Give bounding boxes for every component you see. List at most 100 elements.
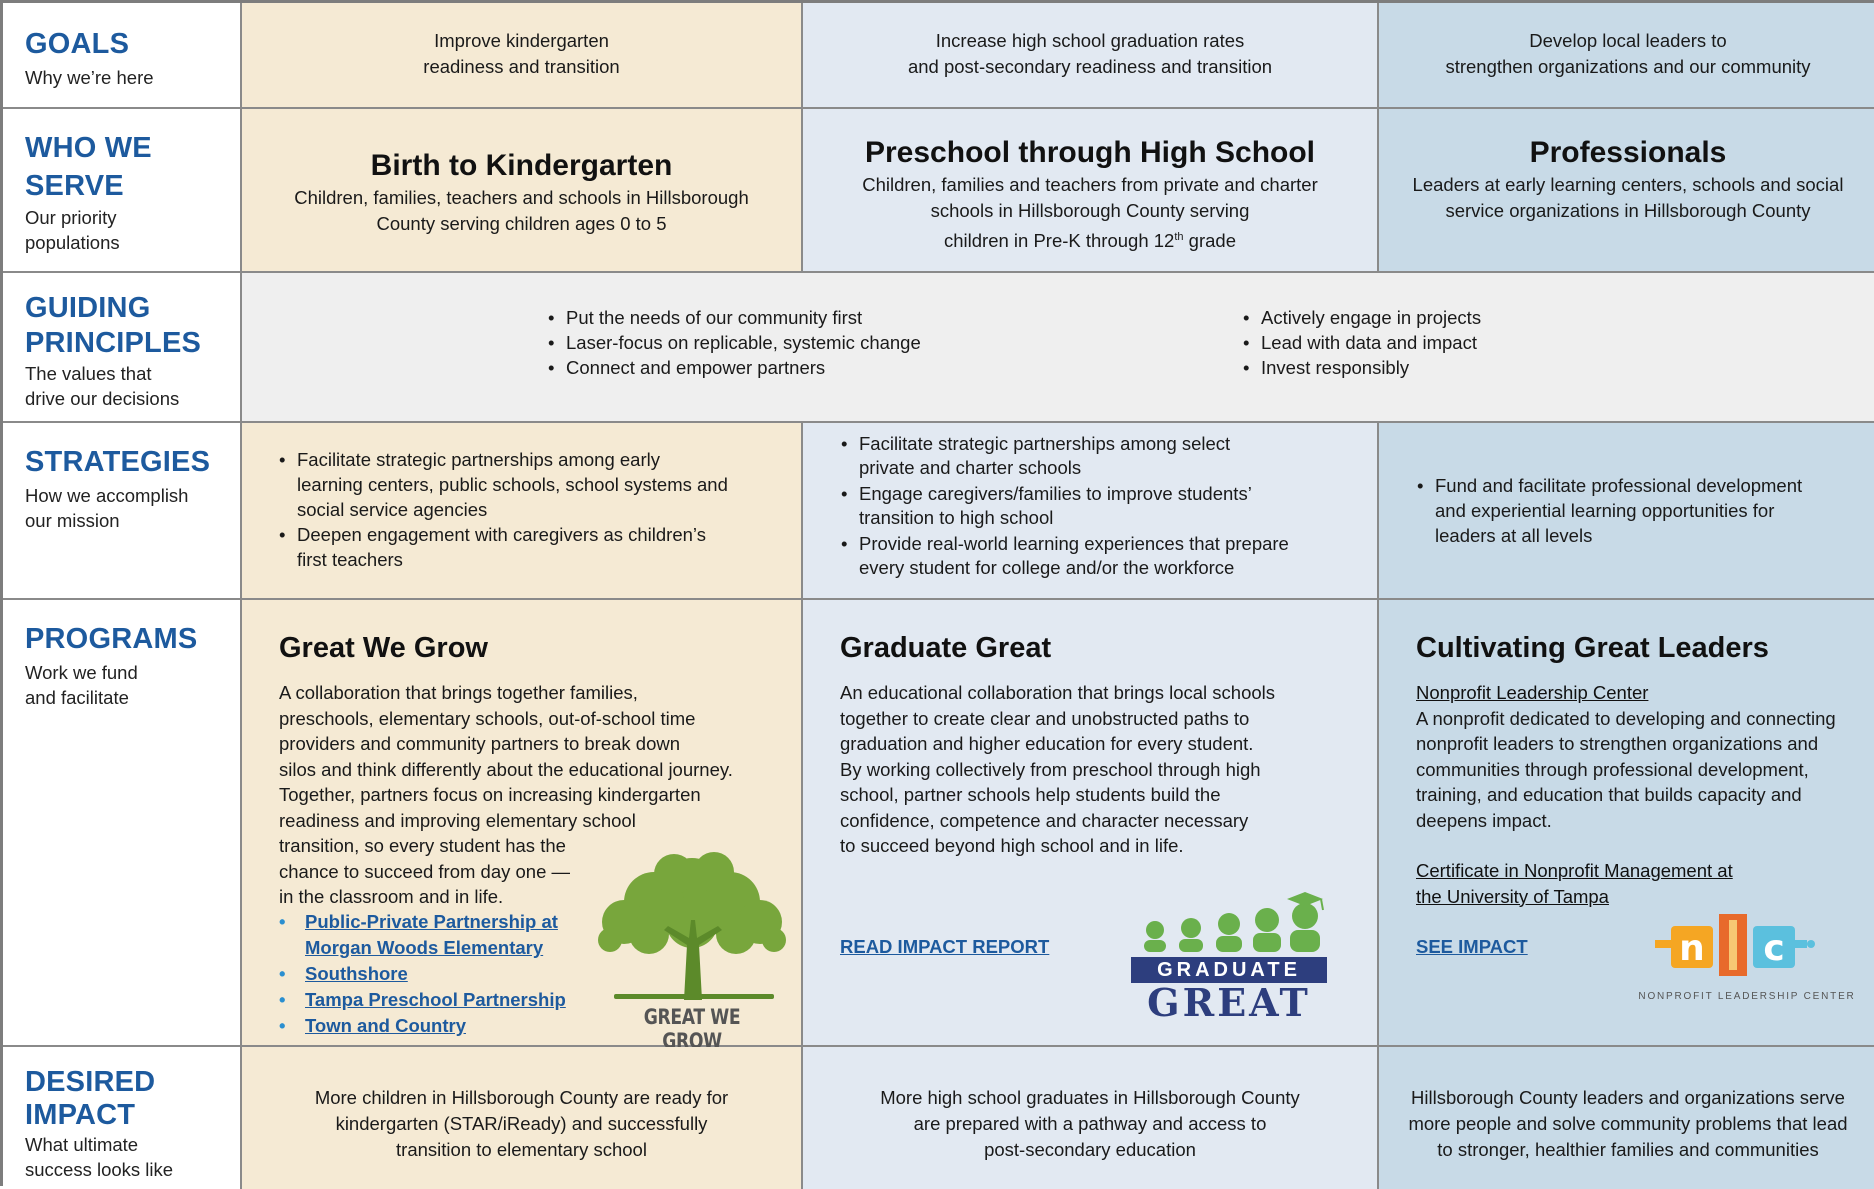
goals-cell-1: Improve kindergarten readiness and trans… [242,3,803,107]
goals-text: readiness and transition [423,56,620,77]
see-impact-link[interactable]: SEE IMPACT [1416,936,1528,957]
principle-item: Invest responsibly [1243,355,1481,380]
serve-cell-1: Birth to Kindergarten Children, families… [242,109,803,271]
serve-text: Children, families, teachers and schools… [294,187,749,208]
impact-cell-1: More children in Hillsborough County are… [242,1047,803,1189]
program-description: An educational collaboration that brings… [840,682,1276,856]
impact-text: More children in Hillsborough County are… [314,1087,729,1108]
serve-text: Leaders at early learning centers, schoo… [1412,174,1844,195]
nlc-icon: n c [1655,914,1815,976]
goals-text: Increase high school graduation rates [935,30,1245,51]
program-cultivating-great-leaders: Cultivating Great Leaders Nonprofit Lead… [1379,600,1874,1045]
impact-text: are prepared with a pathway and access t… [913,1113,1267,1134]
link-town-and-country[interactable]: Town and Country [279,1013,566,1039]
goals-text: Develop local leaders to [1529,30,1727,51]
strategy-item: Engage caregivers/families to improve st… [841,482,1289,530]
strategies-cell-2: Facilitate strategic partnerships among … [803,423,1379,598]
svg-text:n: n [1679,928,1705,969]
goals-row: GOALS Why we’re here Improve kindergarte… [3,3,1874,109]
principles-list-right: Actively engage in projects Lead with da… [1243,305,1481,380]
program-title: Graduate Great [840,632,1052,664]
serve-text: service organizations in Hillsborough Co… [1445,200,1811,221]
strategies-cell-3: Fund and facilitate professional develop… [1379,423,1874,598]
serve-title: Preschool through High School [865,136,1315,169]
serve-text: schools in Hillsborough County serving [930,200,1250,221]
nonprofit-leadership-center-link[interactable]: Nonprofit Leadership Center [1416,682,1649,703]
principle-item: Lead with data and impact [1243,330,1481,355]
goals-cell-3: Develop local leaders to strengthen orga… [1379,3,1874,107]
principle-item: Put the needs of our community first [548,305,921,330]
strategy-item: Facilitate strategic partnerships among … [279,447,728,522]
graduate-great-logo: GRADUATE GREAT [1131,890,1327,1025]
program-title: Great We Grow [279,632,488,664]
program-great-we-grow: Great We Grow A collaboration that bring… [242,600,803,1053]
goals-subheading: Why we’re here [25,67,154,88]
strategies-list: Facilitate strategic partnerships among … [279,447,728,572]
impact-text: kindergarten (STAR/iReady) and successfu… [335,1113,708,1134]
link-tampa-preschool[interactable]: Tampa Preschool Partnership [279,987,566,1013]
serve-cell-2: Preschool through High School Children, … [803,109,1379,271]
link-southshore[interactable]: Southshore [279,961,566,987]
serve-cell-3: Professionals Leaders at early learning … [1379,109,1874,271]
great-we-grow-logo: GREAT WE GROW [594,850,790,1053]
serve-title: Professionals [1529,136,1727,169]
impact-cell-3: Hillsborough County leaders and organiza… [1379,1047,1874,1189]
svg-text:c: c [1763,928,1784,969]
nlc-logo: n c NONPROFIT LEADERSHIP CENTER [1638,910,1867,1010]
graduate-logo-bottom: GREAT [1147,980,1311,1025]
strategies-list: Facilitate strategic partnerships among … [841,432,1289,580]
graduates-icon [1144,892,1324,952]
serve-text: Children, families and teachers from pri… [862,174,1318,195]
programs-heading: PROGRAMS [25,623,198,655]
strategy-item: Deepen engagement with caregivers as chi… [279,522,728,572]
impact-text: to stronger, healthier families and comm… [1437,1139,1819,1160]
program-title: Cultivating Great Leaders [1416,632,1769,664]
graduate-logo-top: GRADUATE [1131,957,1327,983]
serve-title: Birth to Kindergarten [370,149,673,182]
program-description: A collaboration that brings together fam… [279,682,733,907]
goals-heading: GOALS [25,28,130,60]
program-description: Nonprofit Leadership Center A nonprofit … [1416,680,1874,909]
goals-text: strengthen organizations and our communi… [1445,56,1811,77]
nlc-caption: NONPROFIT LEADERSHIP CENTER [1638,991,1856,1002]
impact-text: more people and solve community problems… [1408,1113,1848,1134]
goals-text: and post-secondary readiness and transit… [907,56,1273,77]
serve-text: children in Pre-K through 12th grade [943,230,1236,252]
strategies-cell-1: Facilitate strategic partnerships among … [242,423,803,598]
impact-text: More high school graduates in Hillsborou… [880,1087,1300,1108]
impact-text: transition to elementary school [396,1139,647,1160]
principle-item: Connect and empower partners [548,355,921,380]
impact-text: post-secondary education [984,1139,1196,1160]
strategies-list: Fund and facilitate professional develop… [1417,473,1802,548]
strategy-item: Fund and facilitate professional develop… [1417,473,1802,548]
principle-item: Actively engage in projects [1243,305,1481,330]
principles-cell: Put the needs of our community first Las… [242,273,1874,421]
impact-text: Hillsborough County leaders and organiza… [1411,1087,1845,1108]
impact-cell-2: More high school graduates in Hillsborou… [803,1047,1379,1189]
tree-icon [598,852,786,1000]
great-we-grow-logo-text: GREAT WE GROW [643,1005,741,1053]
read-impact-report-link[interactable]: READ IMPACT REPORT [840,936,1050,957]
goals-label-cell: GOALS Why we’re here [3,3,242,107]
